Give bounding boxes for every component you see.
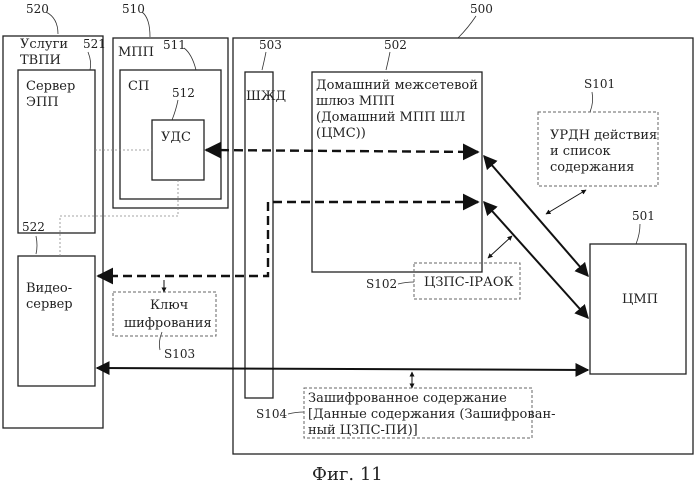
note-s102: ЦЗПС-IPАОК (414, 263, 520, 299)
ref-501: 501 (632, 209, 655, 223)
services-label-line1: Услуги (20, 37, 68, 52)
epp-server-block: Сервер ЭПП (18, 70, 95, 233)
thin-connectors (60, 150, 178, 256)
gateway-line2: шлюз МПП (316, 94, 395, 109)
arrow-gateway-video-server (98, 202, 478, 276)
dashed-arrows (98, 150, 478, 276)
note-s104-line1: Зашифрованное содержание (308, 391, 507, 406)
ref-s102: S102 (366, 277, 397, 291)
note-s104-line2: [Данные содержания (Зашифрован- (308, 407, 556, 422)
note-s102-text: ЦЗПС-IPАОК (424, 275, 514, 290)
gateway-block: Домашний межсетевой шлюз МПП (Домашний М… (312, 72, 482, 272)
ref-503: 503 (259, 38, 282, 52)
gateway-line1: Домашний межсетевой (316, 78, 478, 93)
uds-block: УДС (152, 120, 204, 180)
video-server-block: Видео- сервер (18, 256, 95, 386)
ref-522: 522 (22, 220, 45, 234)
arrow-uds-gateway (206, 150, 478, 152)
ref-s103: S103 (164, 347, 195, 361)
ref-520: 520 (26, 2, 49, 16)
note-key-line2: шифрования (124, 316, 212, 331)
cmp-block: ЦМП (590, 244, 686, 374)
note-s101-line3: содержания (550, 160, 634, 175)
note-key-line1: Ключ (150, 298, 188, 313)
note-key: Ключ шифрования (113, 292, 216, 336)
mpp-label: МПП (118, 45, 154, 60)
sp-label: СП (128, 79, 149, 94)
gateway-line3: (Домашний МПП ШЛ (316, 110, 465, 125)
ref-512: 512 (172, 86, 195, 100)
ref-510: 510 (122, 2, 145, 16)
shzhd-block: ШЖД (245, 72, 286, 398)
ref-s104: S104 (256, 407, 287, 421)
note-s101-line1: УРДН действия (550, 128, 657, 143)
video-server-line2: сервер (26, 297, 73, 312)
note-s101-line2: и список (550, 144, 611, 159)
note-s104-line3: ный ЦЗПС-ПИ)] (308, 423, 418, 438)
epp-server-line1: Сервер (26, 79, 75, 94)
arrow-gateway-cmp-2 (484, 202, 588, 318)
cmp-label: ЦМП (622, 292, 658, 307)
ref-s101: S101 (584, 77, 615, 91)
services-label-line2: ТВПИ (20, 53, 61, 68)
ref-511: 511 (163, 38, 186, 52)
ref-500: 500 (470, 2, 493, 16)
gateway-line4: (ЦМС)) (316, 126, 366, 141)
mpp-block: МПП (113, 38, 228, 208)
shzhd-label: ШЖД (246, 89, 286, 104)
arrow-video-server-cmp (97, 368, 588, 370)
figure-caption: Фиг. 11 (312, 464, 383, 485)
video-server-line1: Видео- (26, 281, 72, 296)
reference-labels: 520 510 511 512 521 522 500 503 502 501 … (22, 2, 655, 421)
ref-502: 502 (384, 38, 407, 52)
note-s101: УРДН действия и список содержания (538, 112, 658, 186)
note-s104: Зашифрованное содержание [Данные содержа… (304, 388, 556, 438)
epp-server-line2: ЭПП (26, 95, 59, 110)
uds-label: УДС (161, 130, 191, 145)
